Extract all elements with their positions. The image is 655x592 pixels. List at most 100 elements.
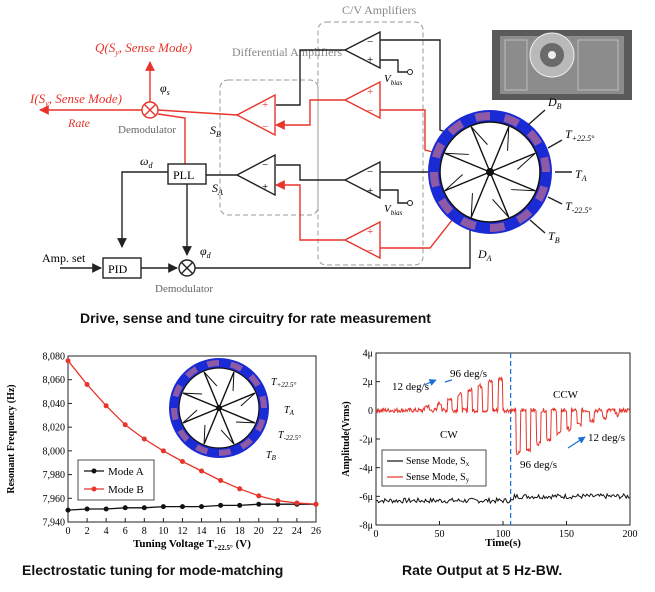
- mode-b-point: [179, 459, 185, 465]
- mode-a-point: [122, 505, 128, 511]
- disk-spoke: [489, 152, 536, 173]
- phi-d-label: φd: [200, 244, 212, 260]
- left-x-tick-label: 24: [292, 526, 302, 537]
- left-y-tick-label: 8,040: [43, 399, 66, 410]
- mode-a-point: [218, 502, 224, 508]
- differential-amplifiers-box: [219, 79, 319, 216]
- mode-b-point: [218, 478, 224, 483]
- top-caption: Drive, sense and tune circuitry for rate…: [80, 310, 431, 326]
- annotation-96-ccw: 96 deg/s: [520, 459, 557, 471]
- svg-text:−: −: [262, 159, 268, 171]
- svg-text:+: +: [367, 86, 373, 98]
- inset-spoke: [203, 371, 220, 409]
- mode-b-point: [103, 403, 109, 409]
- inset-electrode-segment: [240, 437, 253, 450]
- mode-a-point: [84, 506, 90, 512]
- disk-electrode-segment: [474, 112, 490, 122]
- disk-spoke: [489, 171, 510, 218]
- inset-electrode-segment: [171, 408, 179, 421]
- mode-a-point: [103, 506, 109, 512]
- disk-ring-link: [507, 126, 510, 151]
- left-y-tick-label: 7,960: [43, 494, 66, 505]
- left-x-tick-label: 20: [254, 526, 264, 537]
- disk-electrode-segment: [438, 198, 454, 215]
- rate-label: Rate: [67, 116, 91, 130]
- inset-electrode-segment: [206, 360, 219, 368]
- da-label: DA: [477, 247, 492, 263]
- legend-sense-y: Sense Mode, Sy: [406, 472, 470, 484]
- left-x-tick-label: 22: [273, 526, 283, 537]
- inset-ta-label: TA: [284, 405, 295, 417]
- disk-electrode-segment: [447, 120, 464, 136]
- t-plus-label: T+22.5°: [565, 127, 595, 143]
- svg-text:−: −: [367, 245, 373, 257]
- disk-ring-link: [511, 189, 536, 192]
- inset-electrode-segment: [195, 444, 209, 455]
- sense-x-line: [375, 492, 631, 505]
- annotation-ccw: CCW: [553, 389, 579, 401]
- annotation-12-cw: 12 deg/s: [392, 381, 429, 393]
- annotation-96-cw: 96 deg/s: [450, 368, 487, 380]
- left-y-tick-label: 8,000: [43, 446, 66, 457]
- legend-mode-a: Mode A: [108, 466, 144, 478]
- mode-a-point: [179, 504, 185, 510]
- right-chart-xlabel: Time(s): [485, 537, 521, 549]
- sense-y-line: [375, 375, 631, 456]
- cv-amplifier-4: + −: [343, 220, 381, 260]
- svg-text:−: −: [367, 36, 373, 48]
- inset-ring-link: [220, 429, 235, 445]
- left-x-tick-label: 14: [197, 526, 207, 537]
- pid-label: PID: [108, 262, 128, 276]
- right-x-tick-label: 150: [559, 529, 574, 540]
- disk-spoke: [470, 171, 491, 218]
- right-x-tick-label: 200: [623, 529, 638, 540]
- inset-electrode-segment: [248, 374, 261, 387]
- disk-spoke: [489, 171, 536, 192]
- right-x-tick-label: 100: [496, 529, 511, 540]
- inset-electrode-segment: [255, 418, 266, 432]
- annotation-cw: CW: [440, 429, 458, 441]
- left-chart-ylabel: Resonant Frequency (Hz): [6, 384, 17, 493]
- inset-spoke: [218, 407, 235, 445]
- legend-sense-x: Sense Mode, Sx: [406, 456, 470, 468]
- right-y-tick-label: -2μ: [359, 435, 373, 446]
- inset-t-minus-label: T-22.5°: [278, 430, 301, 442]
- inset-ring-link: [182, 392, 203, 395]
- mode-b-point: [84, 381, 90, 387]
- right-y-tick-label: -6μ: [359, 492, 373, 503]
- disk-ring-link: [492, 199, 510, 218]
- left-y-tick-label: 8,080: [43, 352, 66, 363]
- differential-amplifier-sb: + −: [235, 93, 276, 137]
- svg-text:−: −: [367, 105, 373, 117]
- mode-a-point: [275, 501, 281, 507]
- inset-spoke: [182, 407, 220, 424]
- mode-a-point: [141, 505, 147, 511]
- svg-text:+: +: [367, 226, 373, 238]
- left-x-tick-label: 12: [177, 526, 187, 537]
- left-chart-legend: Mode A Mode B: [77, 459, 155, 501]
- inset-ring-link: [182, 409, 198, 424]
- disk-electrode-segment: [540, 156, 550, 172]
- tuning-chart: 7,9407,9607,9808,0008,0208,0408,0608,080…: [6, 352, 321, 553]
- inset-spoke: [218, 371, 235, 409]
- disk-electrode-segment: [503, 114, 520, 127]
- disk-ring-link: [517, 152, 536, 170]
- omega-d-label: ωd: [140, 154, 153, 170]
- i-output-label: I(Sy, Sense Mode): [29, 91, 122, 108]
- mode-b-point: [237, 486, 243, 492]
- q-output-label: Q(Sy, Sense Mode): [95, 40, 192, 57]
- demodulator-bottom: [178, 259, 196, 277]
- differential-amplifier-sa: − +: [235, 153, 276, 197]
- right-x-tick-label: 50: [435, 529, 445, 540]
- disk-electrode-segment: [460, 217, 477, 230]
- left-x-tick-label: 10: [158, 526, 168, 537]
- db-label: DB: [547, 95, 562, 111]
- inset-spoke: [182, 392, 220, 409]
- cv-amplifier-2: + −: [343, 80, 381, 120]
- inset-ring-link: [203, 371, 218, 387]
- cv-amplifier-1: − +: [343, 30, 381, 70]
- sa-label: SA: [212, 181, 223, 197]
- vbias-label-bottom: Vbias: [384, 203, 403, 217]
- inset-electrode-segment: [259, 395, 267, 408]
- mode-b-point: [199, 468, 205, 474]
